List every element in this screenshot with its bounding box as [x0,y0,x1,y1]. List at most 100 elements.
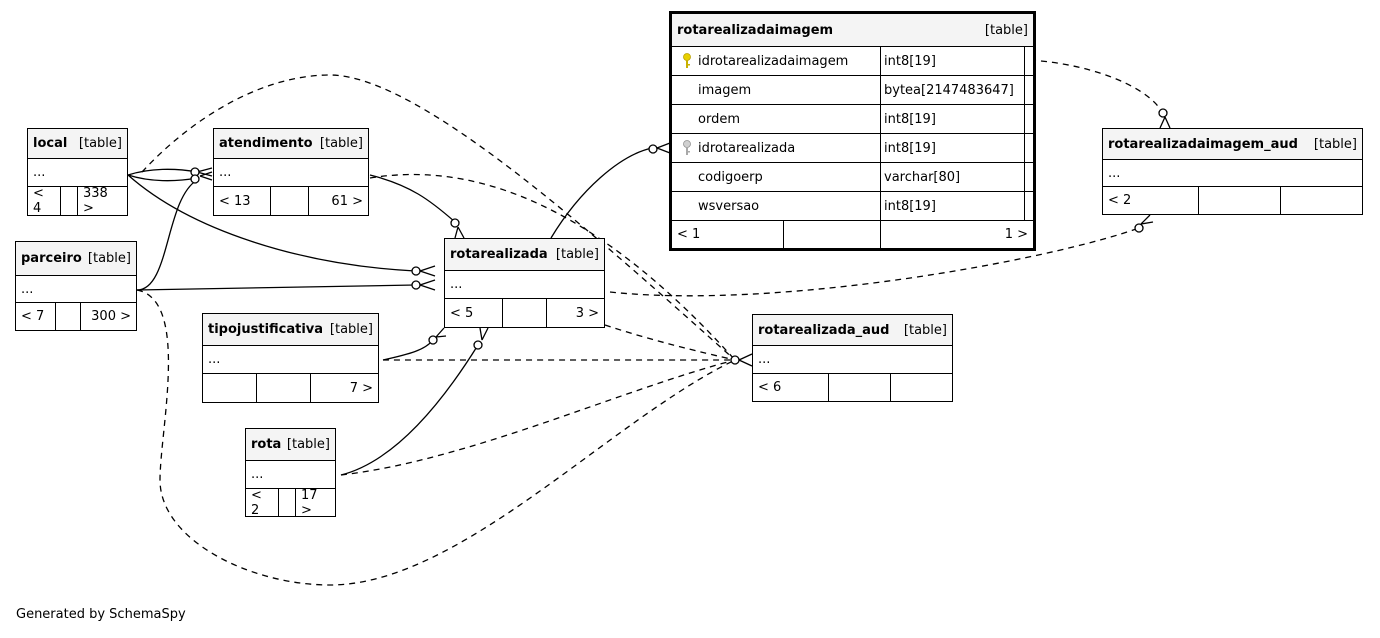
edge-rotarealizadaimagem-rotarealizadaimagem-aud [1029,59,1163,113]
column-row[interactable]: wsversao int8[19] [672,192,1033,221]
parent-count[interactable] [203,374,257,402]
table-rotarealizadaimagem[interactable]: rotarealizadaimagem [table] idrotarealiz… [669,11,1036,251]
foreign-key-icon [678,140,696,156]
primary-key-icon [678,53,696,69]
table-name: local [33,136,68,151]
parent-count[interactable]: < 13 [214,187,271,215]
table-name: rotarealizada_aud [758,322,890,338]
table-tag: [table] [78,136,122,151]
child-count[interactable] [1281,187,1362,214]
footer-spacer [829,374,891,401]
footer-spacer [503,299,547,327]
table-tag: [table] [87,251,131,266]
footer-spacer [61,187,78,215]
column-name: wsversao [698,198,760,214]
columns-ellipsis: ... [445,271,604,299]
table-atendimento[interactable]: atendimento [table] ... < 13 61 > [213,128,369,216]
table-name: rotarealizada [450,247,548,262]
parent-count[interactable]: < 1 [672,221,784,248]
edge-local-rotarealizada-aud [141,74,736,361]
table-name: atendimento [219,136,313,151]
table-rotarealizada-aud[interactable]: rotarealizada_aud [table] ... < 6 [752,314,953,402]
parent-count[interactable]: < 6 [753,374,829,401]
table-tag: [table] [903,322,947,338]
columns-ellipsis: ... [214,159,368,187]
parent-count[interactable]: < 5 [445,299,503,327]
footer-spacer [279,489,296,516]
table-tag: [table] [286,437,330,452]
table-tag: [table] [984,22,1028,38]
child-count[interactable]: 338 > [83,186,108,216]
table-header: parceiro [table] [16,242,136,276]
parent-count[interactable]: < 7 [16,303,56,330]
table-footer: < 1 1 > [672,221,1033,248]
edge-rotarealizada-rotarealizada-aud [604,324,736,361]
edge-local-atendimento [127,168,198,176]
table-tag: [table] [329,322,373,337]
child-count[interactable]: 7 > [349,380,373,396]
table-header: rota [table] [246,429,335,461]
table-header: atendimento [table] [214,129,368,159]
column-row[interactable]: idrotarealizadaimagem int8[19] [672,47,1033,76]
columns-ellipsis: ... [203,346,378,374]
table-tipojustificativa[interactable]: tipojustificativa [table] ... 7 > [202,313,379,403]
child-count[interactable]: 61 > [331,193,363,209]
parent-count[interactable]: < 4 [28,186,61,216]
child-count[interactable]: 3 > [575,305,599,321]
table-tag: [table] [555,247,599,262]
column-row[interactable]: idrotarealizada int8[19] [672,134,1033,163]
generated-by-caption: Generated by SchemaSpy [16,607,186,622]
footer-spacer [257,374,311,402]
table-header: tipojustificativa [table] [203,314,378,346]
edge-tipojustificativa-rotarealizada [382,339,434,361]
table-name: rota [251,437,282,452]
column-name: ordem [698,111,740,127]
parent-count[interactable]: < 2 [1103,187,1199,214]
column-row[interactable]: imagem bytea[2147483647] [672,76,1033,105]
edge-local-rotarealizada [127,174,416,272]
child-count[interactable]: 1 > [1004,227,1028,242]
edge-atendimento-rotarealizada-aud [369,173,736,361]
table-header: rotarealizada_aud [table] [753,315,952,346]
table-local[interactable]: local [table] ... < 4 338 > [27,128,128,216]
table-parceiro[interactable]: parceiro [table] ... < 7 300 > [15,241,137,331]
table-header: rotarealizadaimagem [table] [672,14,1033,47]
column-name: idrotarealizadaimagem [698,53,849,69]
footer-spacer [1199,187,1281,214]
column-type: int8[19] [881,47,1025,75]
column-name: imagem [698,82,752,98]
child-count[interactable]: 300 > [91,309,131,324]
column-row[interactable]: codigoerp varchar[80] [672,163,1033,192]
table-name: rotarealizadaimagem_aud [1108,136,1298,152]
table-tag: [table] [1313,136,1357,152]
child-count[interactable]: 17 > [301,487,318,518]
table-rotarealizadaimagem-aud[interactable]: rotarealizadaimagem_aud [table] ... < 2 [1102,128,1363,215]
footer-spacer [784,221,881,248]
column-row[interactable]: ordem int8[19] [672,105,1033,134]
column-name: codigoerp [698,169,763,185]
column-type: int8[19] [881,192,1025,220]
columns-ellipsis: ... [28,159,127,187]
table-tag: [table] [319,136,363,151]
columns-ellipsis: ... [246,461,335,489]
column-name: idrotarealizada [698,140,796,156]
edge-rota-rotarealizada [340,344,479,476]
columns-ellipsis: ... [1103,160,1362,187]
table-footer: < 4 338 > [28,186,127,216]
table-rotarealizada[interactable]: rotarealizada [table] ... < 5 3 > [444,238,605,328]
edge-rota-rotarealizada-aud [340,359,736,476]
parent-count[interactable]: < 2 [246,488,279,518]
footer-spacer [271,187,309,215]
edge-parceiro-rotarealizada-aud [136,289,736,586]
edge-parceiro-rotarealizada [136,284,416,291]
table-footer: < 7 300 > [16,303,136,330]
edge-rotarealizada-rotarealizadaimagem [550,147,653,239]
column-type: int8[19] [881,105,1025,133]
child-count[interactable] [891,374,952,401]
columns-ellipsis: ... [16,276,136,303]
edge-rotarealizada-rotarealizadaimagem-aud [609,227,1140,297]
column-type: varchar[80] [881,163,1025,191]
table-rota[interactable]: rota [table] ... < 2 17 > [245,428,336,518]
edge-parceiro-atendimento [136,179,198,291]
column-type: bytea[2147483647] [881,76,1025,104]
